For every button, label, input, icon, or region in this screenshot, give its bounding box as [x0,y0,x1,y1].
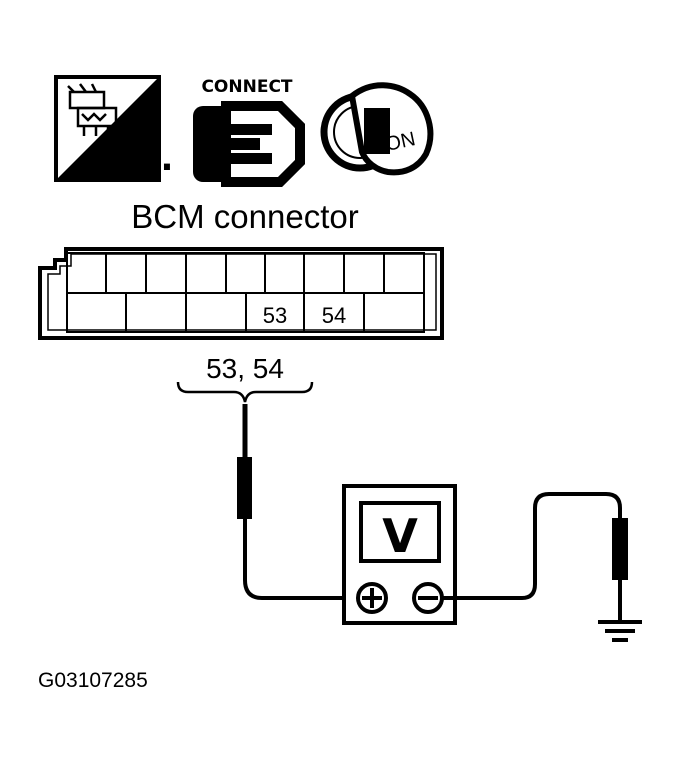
terminal-53: 53 [263,303,287,328]
figure-id: G03107285 [38,669,148,692]
connect-label: CONNECT [201,77,292,97]
negative-probe [612,518,628,620]
ground-icon [598,620,642,642]
connect-icon: CONNECT [193,77,305,187]
terminal-54: 54 [322,303,346,328]
negative-terminal-icon [412,582,444,614]
ignition-on-icon: ON [320,82,434,176]
positive-lead-wire [243,519,372,600]
harness-service-icon: H.S. [54,75,174,182]
positive-probe [237,404,252,519]
harness-label: H.S. [95,139,174,179]
voltmeter-display: V [382,509,418,563]
probe-terminal-label: 53, 54 [206,353,284,384]
negative-lead-wire [442,492,622,600]
terminal-brace [176,381,314,403]
positive-terminal-icon [356,582,388,614]
voltmeter: V [342,484,457,625]
connector-title: BCM connector [131,198,358,235]
bcm-connector [38,247,444,340]
